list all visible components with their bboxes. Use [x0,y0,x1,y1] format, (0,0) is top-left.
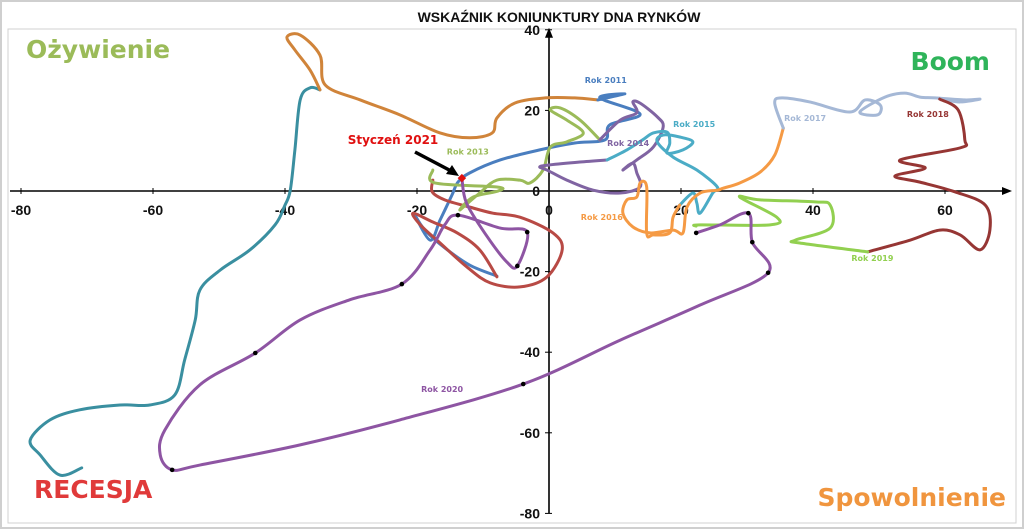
series-line-7 [621,126,785,239]
highlight-point [457,173,467,183]
year-label: Rok 2013 [447,148,489,157]
series-line-4 [428,105,602,212]
year-label: Rok 2017 [784,114,826,123]
month-marker [746,210,751,216]
year-label: Rok 2020 [421,385,463,394]
arrow-icon [414,150,454,174]
month-marker [749,239,755,245]
series-line-5 [538,99,665,195]
chart-title: WSKAŹNIK KONIUNKTURY DNA RYNKÓW [418,8,702,25]
plot-frame [7,28,1017,524]
series-group [28,32,992,477]
quadrant-label-ozywienie: Ożywienie [26,35,170,64]
year-label: Rok 2019 [851,254,893,263]
series-line-8 [773,91,982,130]
y-tick-label: -20 [520,264,540,280]
x-tick-label: -80 [11,202,31,218]
month-marker [253,350,258,356]
y-axis-arrow [545,27,553,38]
series-line-9 [866,97,992,254]
month-marker [693,230,699,236]
year-label: Rok 2011 [585,76,627,85]
arrow-head-icon [446,165,459,176]
series-line-6 [605,129,720,215]
x-tick-label: -60 [143,202,163,218]
year-label: Rok 2014 [607,139,649,148]
year-label: Rok 2015 [673,120,715,129]
month-marker [455,212,461,218]
y-tick-label: 40 [524,22,540,38]
month-marker [169,467,175,473]
year-label: Rok 2016 [581,213,623,222]
x-tick-label: 40 [805,202,821,218]
quadrant-label-spowolnienie: Spowolnienie [817,483,1006,512]
month-marker [515,263,520,269]
month-marker [524,229,530,235]
x-tick-label: 60 [937,202,953,218]
x-tick-label: 0 [545,202,553,218]
quadrant-label-boom: Boom [911,47,990,76]
series-line-0 [28,85,322,477]
month-marker [399,281,405,287]
y-tick-label: -60 [520,425,540,441]
y-tick-label: 0 [532,183,540,199]
month-marker [765,270,771,276]
month-marker [520,381,526,387]
quadrant-label-recesja: RECESJA [34,475,153,504]
highlight-label: Styczeń 2021 [348,133,439,147]
series-line-1 [285,32,600,140]
y-tick-label: -40 [520,344,540,360]
y-tick-label: -80 [520,505,540,521]
y-tick-label: 20 [524,102,540,118]
x-axis-arrow [1002,187,1012,195]
year-label: Rok 2018 [907,110,949,119]
series-line-10 [692,194,870,254]
